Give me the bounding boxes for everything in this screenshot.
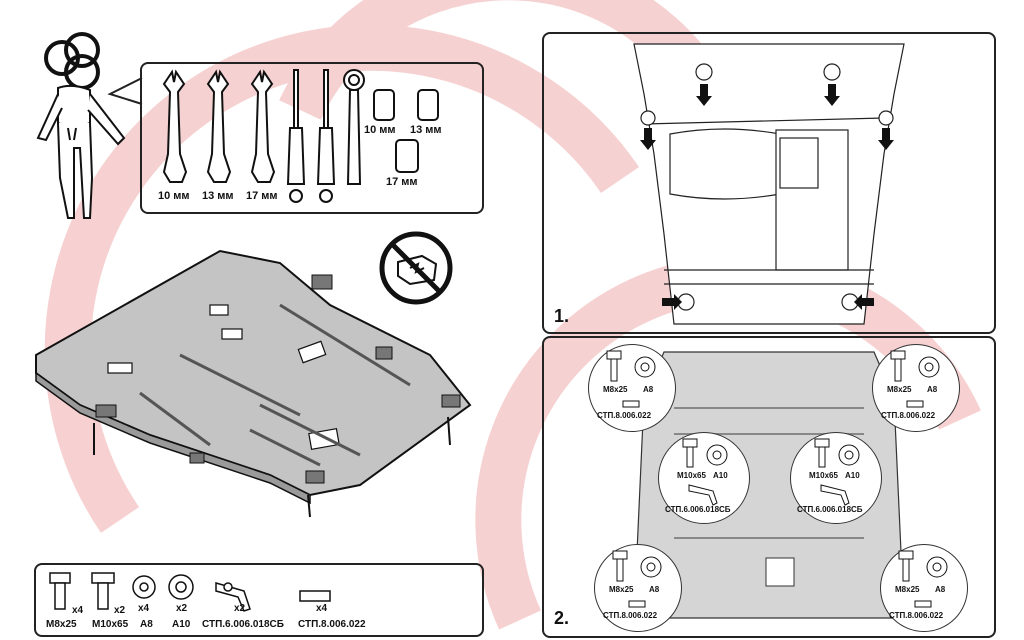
parts-icons xyxy=(49,572,331,612)
vehicle-underside-step1 xyxy=(633,43,905,325)
step-2-panel: M8x25 A8 СТП.8.006.022 M8x25 A8 СТП.8.00… xyxy=(542,336,996,638)
spanner-icon xyxy=(206,69,232,183)
callout-bolt-label: M10x65 xyxy=(677,471,706,480)
part-m10: M10x65 xyxy=(92,619,129,630)
speech-pointer xyxy=(107,77,143,105)
step-1-panel: 1. xyxy=(542,32,996,334)
callout-plate-label: СТП.8.006.022 xyxy=(603,611,658,620)
spanner-icon xyxy=(250,69,276,183)
callout-bracket-label: СТП.6.006.018СБ xyxy=(797,505,863,514)
qty-a8: x4 xyxy=(138,603,150,614)
qty-m8: x4 xyxy=(72,605,84,616)
callout-bolt-label: M10x65 xyxy=(809,471,838,480)
qty-m10: x2 xyxy=(114,605,126,616)
spanner-icon xyxy=(162,69,188,183)
part-bracket: СТП.6.006.018СБ xyxy=(202,619,284,630)
qty-bracket: x2 xyxy=(234,603,246,614)
tools-panel: 10 мм 13 мм 17 мм 10 мм 13 мм 17 мм xyxy=(140,62,484,214)
wrench-label-13: 13 мм xyxy=(202,190,234,202)
bracket-icon xyxy=(215,582,251,612)
ratchet-icon xyxy=(343,69,365,185)
part-a8: A8 xyxy=(140,619,153,630)
skid-plate-illustration xyxy=(35,249,472,518)
callout-bracket-label: СТП.6.006.018СБ xyxy=(665,505,731,514)
callout-bolt-label: M8x25 xyxy=(895,585,920,594)
qty-plate: x4 xyxy=(316,603,328,614)
bolt-m10-icon xyxy=(91,572,115,610)
callout-front-left: M8x25 A8 СТП.8.006.022 xyxy=(588,344,676,432)
mechanic-figure-icon xyxy=(36,32,126,219)
washer-a10-icon xyxy=(168,574,194,600)
callout-bolt-label: M8x25 xyxy=(887,385,912,394)
wrench-label-10: 10 мм xyxy=(158,190,190,202)
socket-label-10: 10 мм xyxy=(364,124,396,136)
callout-plate-label: СТП.8.006.022 xyxy=(881,411,936,420)
qty-a10: x2 xyxy=(176,603,188,614)
tools-illustration xyxy=(162,69,439,203)
callout-rear-left: M8x25 A8 СТП.8.006.022 xyxy=(594,544,682,632)
part-plate: СТП.8.006.022 xyxy=(298,619,366,630)
screwdriver-flat-icon xyxy=(286,69,306,203)
callout-rear-right: M8x25 A8 СТП.8.006.022 xyxy=(880,544,968,632)
parts-list-panel: x4 x2 x4 x2 x2 x4 M8x25 M10x65 A8 A10 СТ… xyxy=(34,563,484,637)
step-2-label: 2. xyxy=(554,608,570,628)
callout-plate-label: СТП.8.006.022 xyxy=(889,611,944,620)
socket-label-13: 13 мм xyxy=(410,124,442,136)
screwdriver-torx-icon xyxy=(316,69,336,203)
callout-mid-left: M10x65 A10 СТП.6.006.018СБ xyxy=(658,432,750,524)
callout-washer-label: A8 xyxy=(649,585,660,594)
bolt-m8-icon xyxy=(49,572,71,610)
callout-front-right: M8x25 A8 СТП.8.006.022 xyxy=(872,344,960,432)
callout-washer-label: A8 xyxy=(643,385,654,394)
callout-washer-label: A10 xyxy=(713,471,728,480)
socket-label-17: 17 мм xyxy=(386,176,418,188)
callout-washer-label: A8 xyxy=(935,585,946,594)
callout-bolt-label: M8x25 xyxy=(609,585,634,594)
wrench-label-17: 17 мм xyxy=(246,190,278,202)
callout-bolt-label: M8x25 xyxy=(603,385,628,394)
plate-icon xyxy=(299,590,331,602)
washer-a8-icon xyxy=(132,575,156,599)
part-m8: M8x25 xyxy=(46,619,77,630)
callout-washer-label: A8 xyxy=(927,385,938,394)
step-1-label: 1. xyxy=(554,306,570,326)
callout-plate-label: СТП.8.006.022 xyxy=(597,411,652,420)
part-a10: A10 xyxy=(172,619,191,630)
callout-mid-right: M10x65 A10 СТП.6.006.018СБ xyxy=(790,432,882,524)
callout-washer-label: A10 xyxy=(845,471,860,480)
